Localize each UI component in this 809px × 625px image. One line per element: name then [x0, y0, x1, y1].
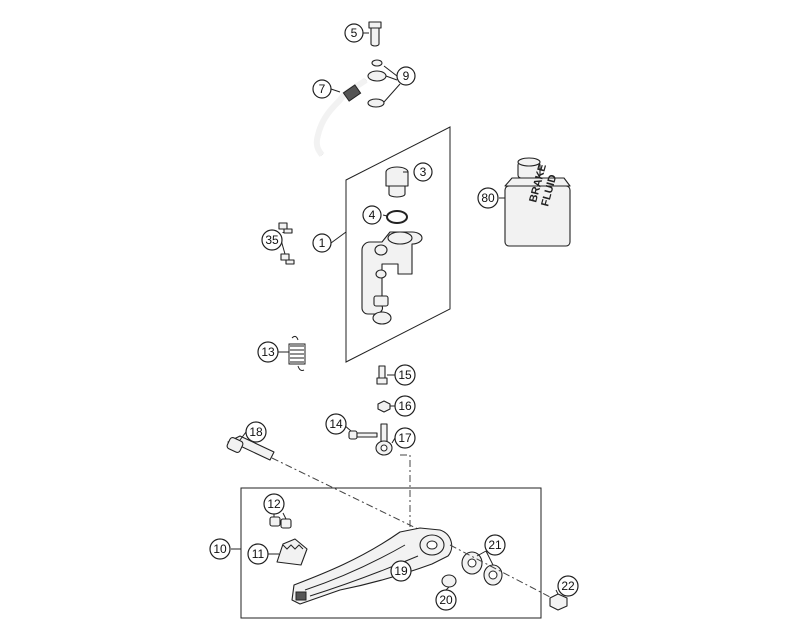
callout-10: 10: [209, 538, 231, 560]
master-cylinder-part: [361, 231, 423, 325]
callout-13-label: 13: [261, 345, 275, 359]
bushing-upper-part: [269, 516, 281, 527]
callout-7: 7: [312, 79, 332, 99]
callout-13: 13: [257, 341, 279, 363]
callout-18-label: 18: [249, 425, 263, 439]
callout-11-label: 11: [252, 547, 265, 561]
callout-35-label: 35: [265, 233, 279, 247]
pedal-nut-part: [549, 593, 568, 611]
callout-5: 5: [344, 23, 364, 43]
callout-4: 4: [362, 205, 382, 225]
callout-19: 19: [390, 560, 412, 582]
o-ring-part: [386, 210, 408, 224]
callout-17-label: 17: [398, 431, 412, 445]
callout-4-label: 4: [369, 208, 376, 222]
callout-10-label: 10: [213, 542, 227, 556]
callout-5-label: 5: [351, 26, 358, 40]
callout-21: 21: [484, 534, 506, 556]
callout-1: 1: [312, 233, 332, 253]
callout-14: 14: [325, 413, 347, 435]
nut-part: [377, 400, 391, 413]
brake-line-part: [313, 77, 368, 157]
pivot-bolt-part: [348, 430, 378, 440]
pedal-shaft-bolt-part: [226, 435, 275, 461]
callout-16-label: 16: [398, 399, 412, 413]
callout-12-label: 12: [267, 497, 281, 511]
pedal-tip-part: [276, 538, 308, 566]
callout-20: 20: [435, 589, 457, 611]
callout-21-label: 21: [488, 538, 502, 552]
clevis-part: [375, 423, 393, 456]
callout-9: 9: [396, 66, 416, 86]
callout-7-label: 7: [319, 82, 326, 96]
screw-lower-part: [280, 253, 295, 265]
assembly-axis-line-1: [271, 457, 421, 531]
seal-ring-mid: [367, 70, 387, 82]
callout-3-label: 3: [420, 165, 427, 179]
callout-3: 3: [413, 162, 433, 182]
callout-17: 17: [394, 427, 416, 449]
callout-12: 12: [263, 493, 285, 515]
callout-35: 35: [261, 229, 283, 251]
brake-fluid-bottle-part: BRAKE FLUID: [504, 157, 571, 247]
reservoir-connector-part: [385, 166, 409, 198]
banjo-bolt-part: [368, 21, 382, 47]
callout-80: 80: [477, 187, 499, 209]
callout-14-label: 14: [329, 417, 343, 431]
callout-9-label: 9: [403, 69, 410, 83]
assembly-axis-line-2: [400, 454, 411, 530]
callout-20-label: 20: [439, 593, 453, 607]
callout-19-label: 19: [394, 564, 408, 578]
callout-16: 16: [394, 395, 416, 417]
callout-11: 11: [247, 543, 269, 565]
callout-1-label: 1: [319, 236, 326, 250]
master-cylinder-group-frame: [345, 126, 451, 363]
brake-pedal-group-frame: [240, 487, 542, 619]
callout-15-label: 15: [398, 368, 412, 382]
assembly-axis-line-3: [449, 544, 553, 599]
callout-80-label: 80: [481, 191, 495, 205]
callout-22: 22: [557, 575, 579, 597]
callout-22-label: 22: [561, 579, 575, 593]
bearing-left-part: [461, 551, 483, 575]
adjusting-bolt-part: [376, 365, 388, 385]
seal-ring-lower: [367, 98, 385, 108]
brake-pedal-part: [291, 527, 453, 605]
callout-18: 18: [245, 421, 267, 443]
return-spring-part: [288, 335, 306, 371]
bearing-right-part: [483, 564, 503, 586]
washer-part: [441, 574, 457, 588]
seal-ring-upper: [371, 59, 383, 67]
callout-15: 15: [394, 364, 416, 386]
bushing-lower-part: [280, 518, 292, 529]
screw-upper-part: [278, 222, 293, 234]
